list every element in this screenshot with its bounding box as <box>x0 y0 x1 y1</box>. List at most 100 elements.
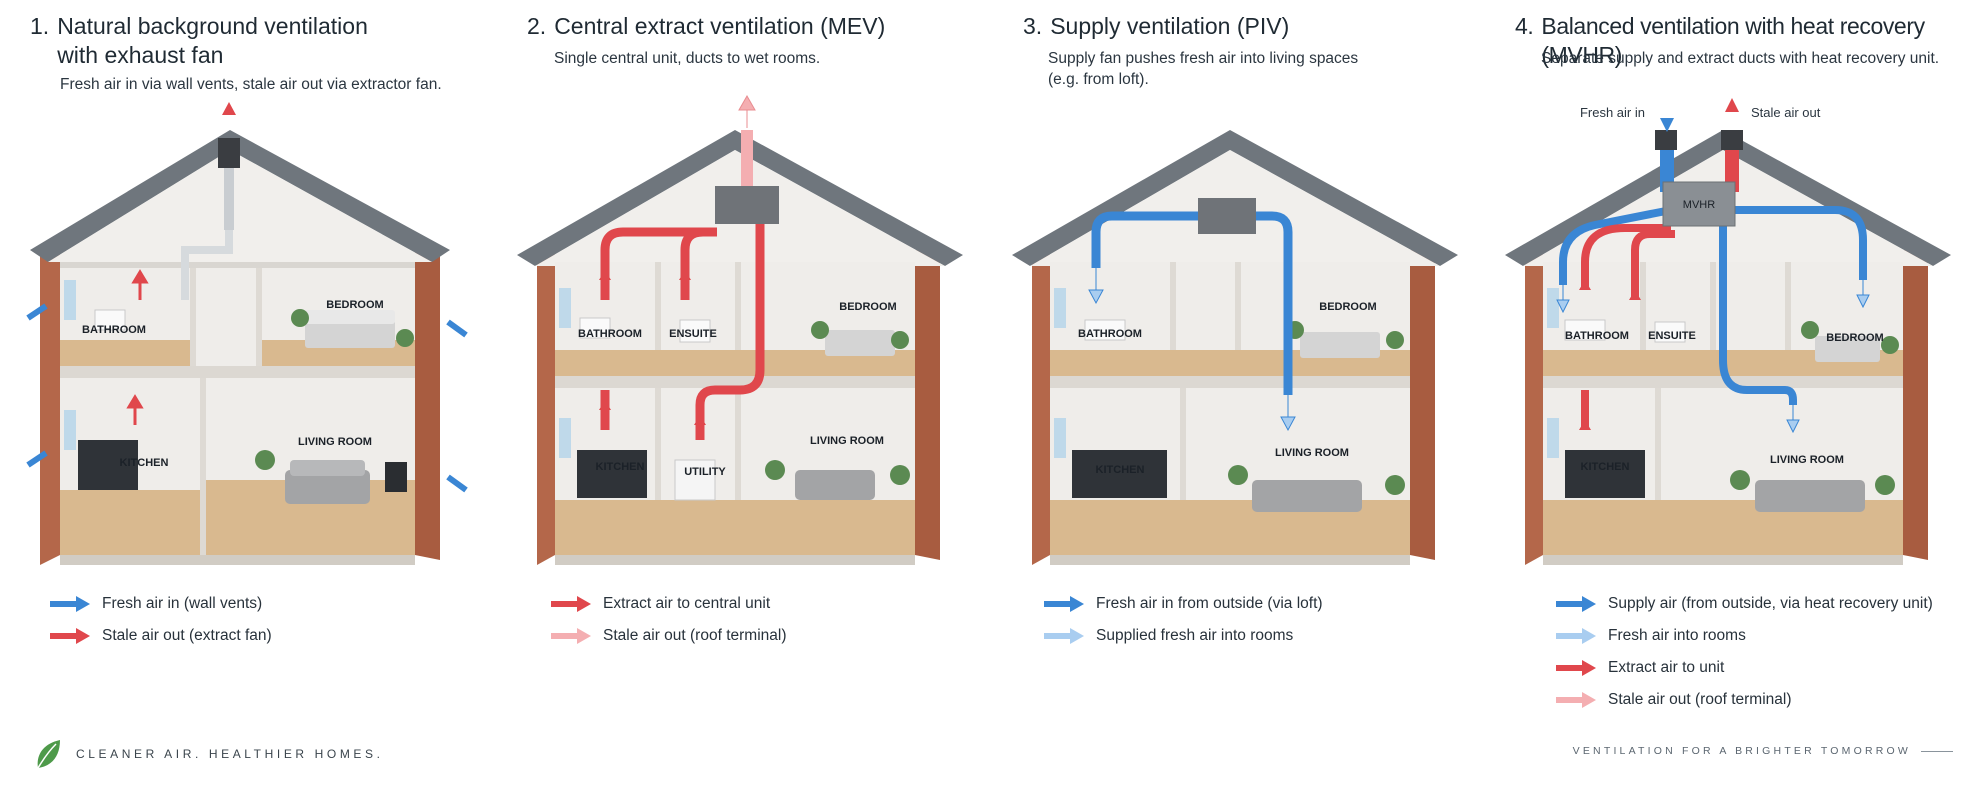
legend-item: Supplied fresh air into rooms <box>1042 624 1482 648</box>
extract-arrow <box>1579 420 1591 445</box>
brick-wall-right <box>415 246 440 560</box>
fresh-air-in-arrow <box>446 319 468 338</box>
room-label-living-room: LIVING ROOM <box>810 435 884 447</box>
panel-subtitle: Separate supply and extract ducts with h… <box>1541 50 1940 67</box>
stale-air-out-arrow <box>222 102 236 133</box>
light-blue-arrow-icon <box>1556 628 1596 644</box>
mvhr-unit-label: MVHR <box>1683 199 1715 211</box>
supply-duct <box>1719 225 1797 405</box>
room-label-kitchen: KITCHEN <box>596 461 645 473</box>
panel-subtitle: Fresh air in via wall vents, stale air o… <box>60 76 442 93</box>
supply-duct <box>1256 211 1293 395</box>
legend-item: Fresh air into rooms <box>1554 624 1983 648</box>
panel-mvhr: 4. Balanced ventilation with heat recove… <box>1485 0 1980 793</box>
fresh-air-in-arrow <box>446 474 468 493</box>
panel-title-text: Central extract ventilation (MEV) <box>554 13 886 39</box>
panel-title: 4. Balanced ventilation with heat recove… <box>1515 12 1983 70</box>
piv-unit <box>1198 198 1256 234</box>
red-arrow-icon <box>50 628 90 644</box>
legend-item: Extract air to unit <box>1554 656 1983 680</box>
panel-number: 3. <box>1023 13 1043 39</box>
fresh-air-in-arrow <box>26 303 48 321</box>
room-label-utility: UTILITY <box>684 466 726 478</box>
extract-duct <box>680 227 717 300</box>
room-label-bathroom: BATHROOM <box>1078 328 1142 340</box>
room-label-bathroom: BATHROOM <box>1565 330 1629 342</box>
floor-divider <box>555 376 915 388</box>
brick-wall-left <box>1525 250 1543 565</box>
room-label-living-room: LIVING ROOM <box>298 436 372 448</box>
supply-into-room-arrow <box>1786 405 1800 434</box>
footer-tagline-left: CLEANER AIR. HEALTHIER HOMES. <box>34 738 384 770</box>
panel-natural-ventilation: 1. Natural background ventilation with e… <box>0 0 495 793</box>
panel-title-text: Balanced ventilation with heat recovery … <box>1541 13 1925 68</box>
brick-wall-left <box>1032 250 1050 565</box>
supply-into-room-arrow <box>1856 280 1870 309</box>
house-diagram: BATHROOM BEDROOM KITCHEN LIVING ROOM <box>1012 130 1458 565</box>
extract-arrow <box>599 400 611 430</box>
kitchen-extract-arrow <box>126 394 144 425</box>
mvhr-unit <box>1662 181 1736 227</box>
floor-divider <box>1050 376 1410 388</box>
panel-title: 2. Central extract ventilation (MEV) <box>527 12 1017 41</box>
blue-arrow-icon <box>1044 596 1084 612</box>
blue-arrow-icon <box>50 596 90 612</box>
extract-duct <box>1631 230 1675 300</box>
light-red-arrow-icon <box>1556 692 1596 708</box>
stale-air-out-arrow <box>1725 98 1739 128</box>
loft-space <box>48 150 432 262</box>
roof-label-stale-out: Stale air out <box>1751 105 1821 120</box>
extract-arrow <box>679 270 691 300</box>
brick-wall-right <box>915 250 940 560</box>
panel-title-text: Supply ventilation (PIV) <box>1050 13 1290 39</box>
panel-supply-ventilation: 3. Supply ventilation (PIV) Supply fan p… <box>990 0 1485 793</box>
roof-cowl <box>218 138 240 168</box>
panel-number: 2. <box>527 13 547 39</box>
brick-wall-right <box>1410 250 1435 560</box>
room-label-ensuite: ENSUITE <box>669 328 717 340</box>
extract-arrow <box>694 415 706 440</box>
footer-tagline-right: VENTILATION FOR A BRIGHTER TOMORROW <box>1573 745 1953 757</box>
room-label-bathroom: BATHROOM <box>82 324 146 336</box>
house-diagram: BATHROOM BEDROOM KITCHEN LIVING ROOM <box>26 102 468 565</box>
light-red-arrow-icon <box>551 628 591 644</box>
fresh-air-in-arrow <box>1660 102 1674 132</box>
legend-item: Fresh air in from outside (via loft) <box>1042 592 1482 616</box>
red-arrow-icon <box>1556 660 1596 676</box>
extract-duct <box>600 227 707 300</box>
legend-item: Supply air (from outside, via heat recov… <box>1554 592 1983 616</box>
room-label-kitchen: KITCHEN <box>120 457 169 469</box>
central-extract-unit <box>715 186 779 224</box>
legend-item: Extract air to central unit <box>549 592 989 616</box>
floor-divider <box>1543 376 1903 388</box>
extract-duct <box>1581 224 1671 288</box>
panel-title-text: Natural background ventilation with exha… <box>57 13 368 68</box>
room-label-kitchen: KITCHEN <box>1581 461 1630 473</box>
extract-arrow <box>1629 290 1641 315</box>
stale-air-out-arrow <box>738 94 756 128</box>
panel-number: 1. <box>30 13 50 39</box>
legend-item: Stale air out (roof terminal) <box>549 624 989 648</box>
room-label-bedroom: BEDROOM <box>1826 332 1883 344</box>
room-label-kitchen: KITCHEN <box>1096 464 1145 476</box>
room-label-ensuite: ENSUITE <box>1648 330 1696 342</box>
panel-title: 1. Natural background ventilation with e… <box>30 12 520 70</box>
brick-wall-left <box>40 246 60 565</box>
red-arrow-icon <box>551 596 591 612</box>
supply-into-room-arrow <box>1280 395 1296 432</box>
supply-into-room-arrow <box>1556 285 1570 314</box>
house-diagram: BATHROOM ENSUITE BEDROOM KITCHEN UTILITY… <box>517 94 963 565</box>
supply-duct <box>1730 206 1867 280</box>
blue-arrow-icon <box>1556 596 1596 612</box>
panel-subtitle: Single central unit, ducts to wet rooms. <box>554 50 821 67</box>
footer-divider-line <box>1921 750 1953 752</box>
fresh-air-in-arrow <box>26 450 48 468</box>
house-diagram: Fresh air in Stale air out MVHR BATHROOM… <box>1505 98 1951 565</box>
legend-item: Stale air out (roof terminal) <box>1554 688 1983 712</box>
room-label-living-room: LIVING ROOM <box>1275 447 1349 459</box>
room-label-living-room: LIVING ROOM <box>1770 454 1844 466</box>
supply-duct <box>1091 211 1198 268</box>
room-label-bedroom: BEDROOM <box>326 299 383 311</box>
room-label-bathroom: BATHROOM <box>578 328 642 340</box>
brick-wall-right <box>1903 250 1928 560</box>
